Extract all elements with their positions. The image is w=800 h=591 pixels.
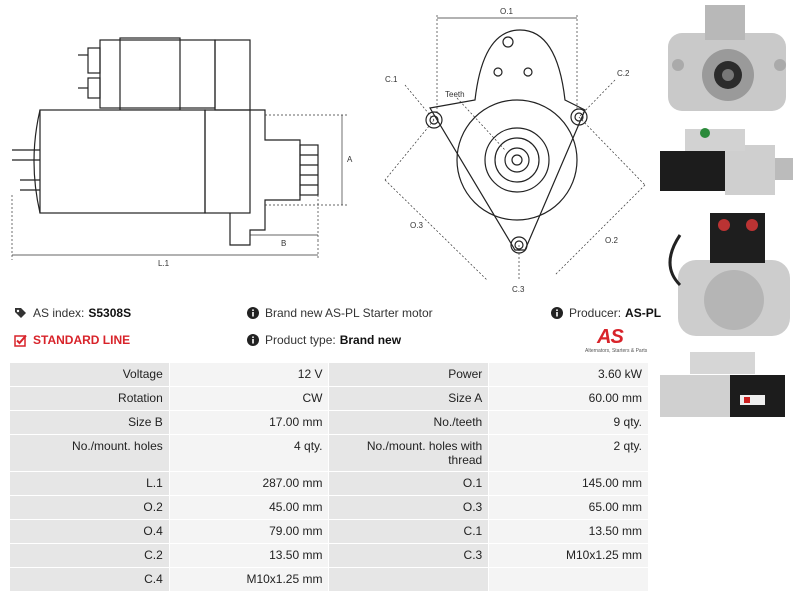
spec-value: 60.00 mm xyxy=(488,386,649,411)
producer: Producer: AS-PL xyxy=(551,306,661,320)
dim-l1-label: L.1 xyxy=(158,259,170,268)
spec-key: Rotation xyxy=(9,386,170,411)
as-index-label: AS index: xyxy=(33,306,85,320)
product-photo-side-top xyxy=(660,128,793,195)
dim-c3-label: C.3 xyxy=(512,285,525,294)
logo-tagline: Alternators, Starters & Parts xyxy=(585,348,648,354)
spec-value: 287.00 mm xyxy=(168,471,330,496)
description-text: Brand new AS-PL Starter motor xyxy=(265,306,433,320)
logo-text: AS xyxy=(597,326,624,348)
info-icon xyxy=(247,334,259,346)
spec-value: 2 qty. xyxy=(488,434,649,472)
spec-value: M10x1.25 mm xyxy=(488,543,649,568)
spec-key: Voltage xyxy=(9,362,170,387)
spec-key: C.1 xyxy=(328,519,490,544)
dim-c2-label: C.2 xyxy=(617,69,630,78)
spec-value: 145.00 mm xyxy=(488,471,649,496)
spec-key: Size B xyxy=(9,410,170,435)
spec-value: 45.00 mm xyxy=(168,495,330,520)
spec-value: 12 V xyxy=(168,362,330,387)
product-photo-rear xyxy=(668,213,790,336)
spec-value: 17.00 mm xyxy=(168,410,330,435)
spec-key: O.2 xyxy=(9,495,170,520)
info-icon xyxy=(551,307,563,319)
product-type-value: Brand new xyxy=(339,333,402,347)
spec-key: O.3 xyxy=(328,495,490,520)
spec-key: C.4 xyxy=(9,567,170,591)
as-index-value: S5308S xyxy=(88,306,132,320)
spec-value: 3.60 kW xyxy=(488,362,649,387)
spec-key xyxy=(328,567,490,591)
dim-c1-label: C.1 xyxy=(385,75,398,84)
product-info: AS index: S5308S Brand new AS-PL Starter… xyxy=(14,306,661,356)
standard-line-label: STANDARD LINE xyxy=(33,333,131,347)
spec-key: Size A xyxy=(328,386,490,411)
dim-o3-label: O.3 xyxy=(410,221,423,230)
spec-key: Power xyxy=(328,362,490,387)
info-icon xyxy=(247,307,259,319)
spec-key: O.4 xyxy=(9,519,170,544)
spec-key: No./mount. holes with thread xyxy=(328,434,490,472)
producer-label: Producer: xyxy=(569,306,622,320)
front-view-drawing: O.1 C.1 C.2 Teeth O.3 O.2 C.3 xyxy=(384,7,646,294)
product-type: Product type: Brand new xyxy=(247,333,401,347)
spec-value: 65.00 mm xyxy=(488,495,649,520)
spec-key: O.1 xyxy=(328,471,490,496)
spec-key: No./mount. holes xyxy=(9,434,170,472)
spec-value: 79.00 mm xyxy=(168,519,330,544)
spec-key: C.2 xyxy=(9,543,170,568)
teeth-label: Teeth xyxy=(445,90,465,99)
spec-key: L.1 xyxy=(9,471,170,496)
dim-b-label: B xyxy=(281,239,286,248)
spec-key: No./teeth xyxy=(328,410,490,435)
technical-drawings: A B L.1 xyxy=(11,7,646,294)
spec-value: M10x1.25 mm xyxy=(168,567,330,591)
dim-a-label: A xyxy=(347,155,353,164)
standard-line: STANDARD LINE xyxy=(14,333,130,347)
as-index: AS index: S5308S xyxy=(14,306,131,320)
dim-o2-label: O.2 xyxy=(605,236,618,245)
spec-value xyxy=(488,567,649,591)
spec-key: C.3 xyxy=(328,543,490,568)
as-logo: AS Alternators, Starters & Parts xyxy=(585,326,653,356)
spec-value: CW xyxy=(168,386,330,411)
product-description: Brand new AS-PL Starter motor xyxy=(247,306,433,320)
tag-icon xyxy=(15,307,26,318)
spec-value: 9 qty. xyxy=(488,410,649,435)
check-square-icon xyxy=(14,334,27,347)
side-view-drawing: A B L.1 xyxy=(11,37,353,268)
spec-value: 13.50 mm xyxy=(488,519,649,544)
producer-value: AS-PL xyxy=(625,306,662,320)
product-photo-front xyxy=(668,5,786,111)
spec-value: 4 qty. xyxy=(168,434,330,472)
product-photo-side-bottom xyxy=(660,352,785,417)
spec-value: 13.50 mm xyxy=(168,543,330,568)
dim-o1-label: O.1 xyxy=(500,7,513,16)
product-type-label: Product type: xyxy=(265,333,336,347)
